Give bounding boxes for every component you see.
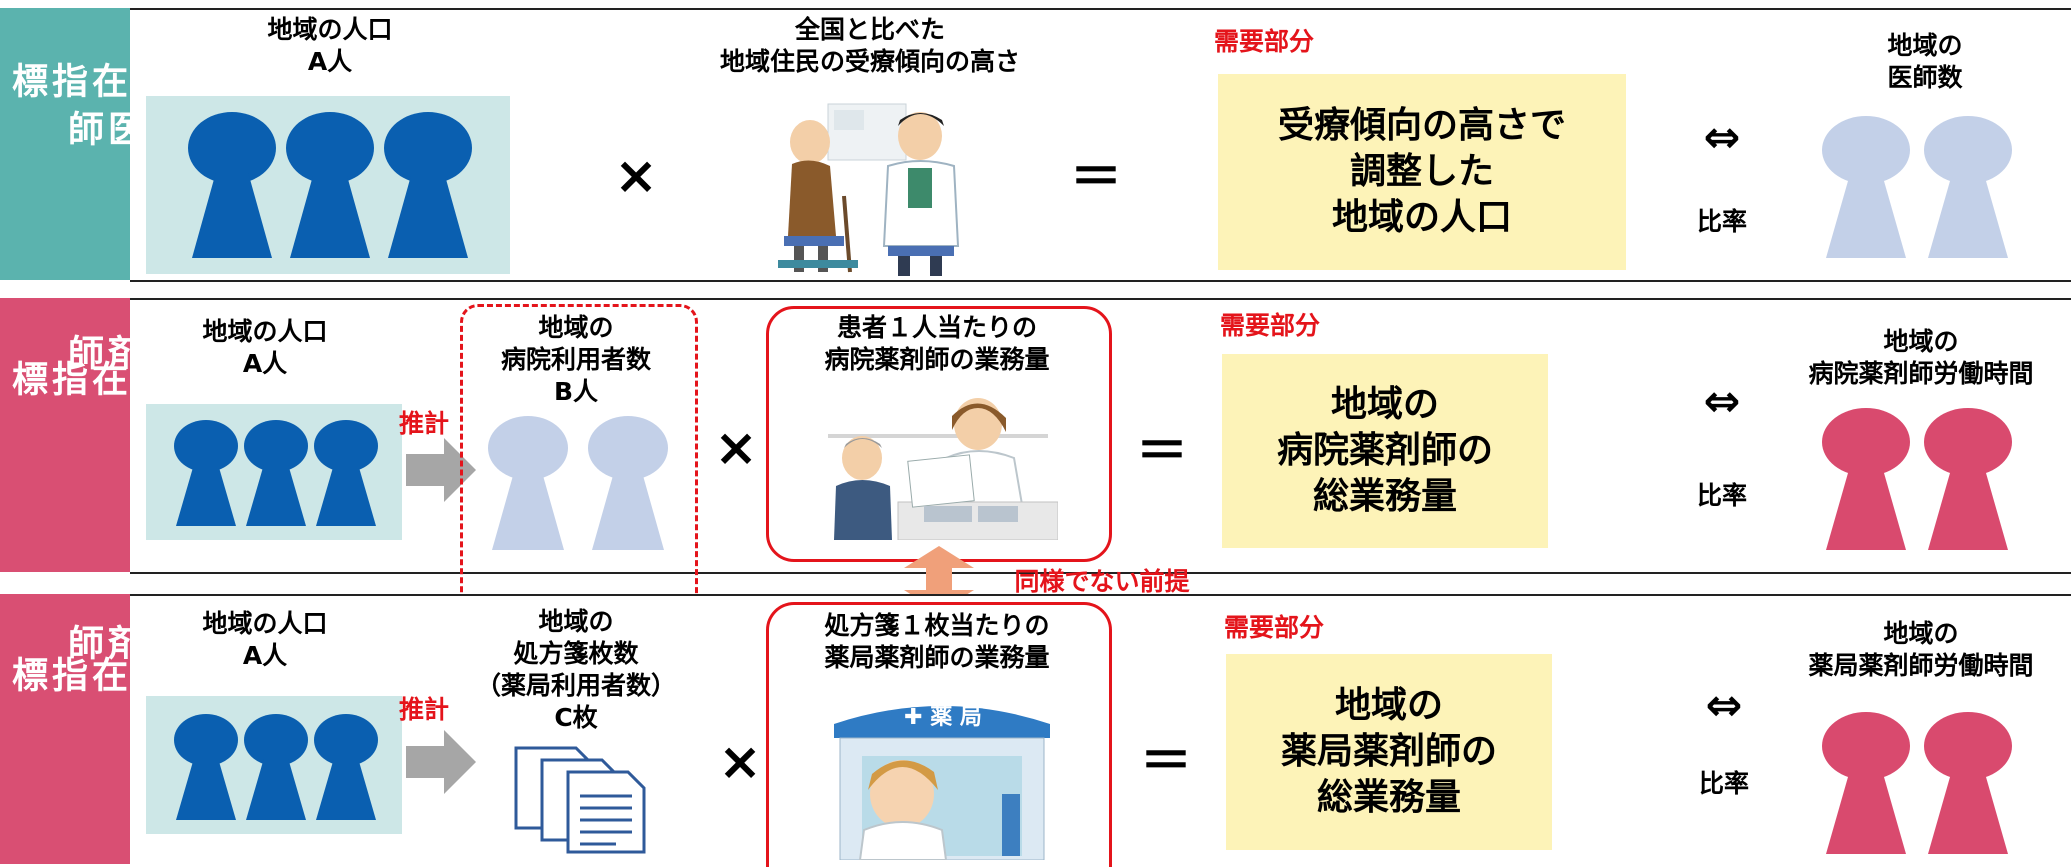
hospital-ratio-label: 比率 [1696, 481, 1747, 510]
equals-operator-doctor: ＝ [1069, 148, 1122, 208]
pharmacy-ratio-label: 比率 [1698, 769, 1749, 798]
person-icon [174, 714, 238, 820]
iff-operator-hospital: ⇔ [1703, 376, 1741, 427]
doctor-demand-label: 需要部分 [1214, 27, 1315, 56]
premise-label: 同様でない前提 [1014, 567, 1190, 596]
hospital-population-figures [174, 420, 378, 526]
hospital-result-label: 地域の 病院薬剤師労働時間 [1808, 327, 2034, 388]
doctor-consultation-illustration [760, 98, 978, 278]
row-pharmacy [130, 594, 2071, 866]
side-panel-doctor [0, 8, 130, 280]
equals-operator-hospital: ＝ [1135, 422, 1188, 482]
doctor-ratio-label: 比率 [1696, 207, 1747, 236]
times-operator-pharmacy: × [718, 732, 762, 792]
times-operator-doctor: × [614, 146, 658, 206]
person-icon [244, 714, 308, 820]
person-icon [244, 420, 308, 526]
pharmacy-demand-box: 地域の 薬局薬剤師の 総業務量 [1226, 654, 1552, 850]
equals-operator-pharmacy: ＝ [1139, 732, 1192, 792]
pharmacy-store-sign: ✚ 薬 局 [904, 705, 982, 730]
pharmacy-estimate-label: 推計 [398, 695, 449, 724]
hospital-demand-box: 地域の 病院薬剤師の 総業務量 [1222, 354, 1548, 548]
pharmacy-estimate-arrow [406, 730, 476, 794]
person-icon [174, 420, 238, 526]
hospital-estimate-arrow [406, 438, 476, 502]
doctor-result-figures [1822, 116, 2012, 258]
person-icon [384, 112, 472, 258]
doctor-result-label: 地域の 医師数 [1887, 31, 1963, 92]
person-icon [1822, 408, 1910, 550]
person-icon [1924, 408, 2012, 550]
person-icon [1924, 116, 2012, 258]
side-panel-pharmacy [0, 594, 130, 864]
hospital-demand-label: 需要部分 [1220, 311, 1321, 340]
hospital-result-figures [1822, 408, 2012, 550]
person-icon [588, 416, 668, 550]
hospital-users-label: 地域の 病院利用者数 B人 [500, 313, 651, 406]
iff-operator-pharmacy: ⇔ [1705, 680, 1743, 731]
pharmacy-work-label: 処方箋１枚当たりの 薬局薬剤師の業務量 [824, 611, 1050, 672]
hospital-users-figures [488, 416, 668, 550]
person-icon [314, 714, 378, 820]
doctor-tendency-label: 全国と比べた 地域住民の受療傾向の高さ [719, 15, 1020, 76]
person-icon [286, 112, 374, 258]
pharmacy-population-figures [174, 714, 378, 820]
hospital-population-label: 地域の人口 A人 [202, 317, 328, 378]
iff-operator-doctor: ⇔ [1703, 112, 1741, 163]
pharmacy-result-figures [1822, 712, 2012, 854]
doctor-population-label: 地域の人口 A人 [267, 15, 393, 76]
pharmacy-population-label: 地域の人口 A人 [202, 609, 328, 670]
person-icon [1924, 712, 2012, 854]
pharmacy-users-label: 地域の 処方箋枚数 （薬局利用者数） C枚 [475, 607, 676, 732]
pharmacy-store-illustration [826, 694, 1058, 860]
hospital-estimate-label: 推計 [398, 409, 449, 438]
row-hospital [130, 298, 2071, 574]
hospital-work-label: 患者１人当たりの 病院薬剤師の業務量 [824, 313, 1050, 374]
prescription-documents-icon [514, 746, 646, 854]
person-icon [1822, 712, 1910, 854]
pharmacy-result-label: 地域の 薬局薬剤師労働時間 [1808, 619, 2034, 680]
hospital-pharmacist-illustration [818, 386, 1058, 540]
doctor-demand-box: 受療傾向の高さで 調整した 地域の人口 [1218, 74, 1626, 270]
pharmacy-demand-label: 需要部分 [1224, 613, 1325, 642]
person-icon [314, 420, 378, 526]
person-icon [488, 416, 568, 550]
doctor-population-figures [188, 112, 472, 258]
side-panel-hospital [0, 298, 130, 572]
document-icon [566, 770, 646, 854]
pharmacy-work-frame [766, 602, 1112, 867]
person-icon [188, 112, 276, 258]
times-operator-hospital: × [714, 418, 758, 478]
person-icon [1822, 116, 1910, 258]
